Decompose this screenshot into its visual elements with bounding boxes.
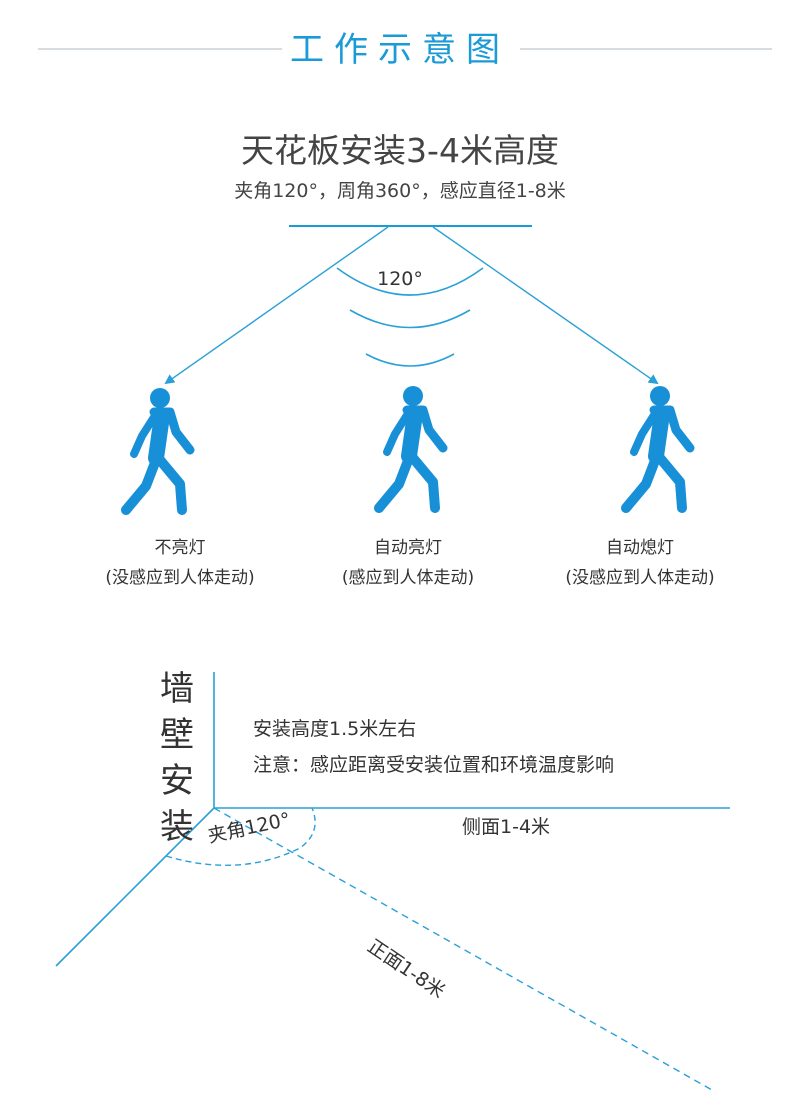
- walking-person-icon: [621, 386, 695, 513]
- person-center-detail: (感应到人体走动): [341, 568, 475, 588]
- side-range-label: 侧面1-4米: [462, 816, 551, 838]
- ceiling-install-title: 天花板安装3-4米高度: [241, 131, 559, 170]
- wall-notice: 注意：感应距离受安装位置和环境温度影响: [253, 754, 615, 776]
- detection-angle-label: 120°: [377, 268, 423, 290]
- angle-arc-dashed: [165, 807, 316, 867]
- wall-height-note: 安装高度1.5米左右: [253, 718, 417, 740]
- front-detection-dashed: [213, 807, 713, 1091]
- detection-arrow-left: [164, 226, 389, 385]
- sensing-wave-1: [336, 267, 484, 296]
- walking-person-icon: [374, 386, 448, 513]
- person-right-status: 自动熄灯: [606, 538, 674, 558]
- person-right-caption: 自动熄灯 (没感应到人体走动): [530, 533, 750, 593]
- sensing-wave-2: [349, 309, 471, 329]
- person-right-detail: (没感应到人体走动): [565, 568, 715, 588]
- person-center-status: 自动亮灯: [374, 538, 442, 558]
- wall-floor-diagonal: [55, 807, 215, 967]
- sensing-wave-3: [365, 353, 455, 367]
- person-center-caption: 自动亮灯 (感应到人体走动): [298, 533, 518, 593]
- person-left-detail: (没感应到人体走动): [105, 568, 255, 588]
- person-left-status: 不亮灯: [154, 538, 206, 558]
- section-title: 工作示意图: [290, 30, 510, 70]
- walking-person-icon: [121, 388, 195, 515]
- detection-arrow-right: [432, 226, 659, 385]
- wall-install-title: 墙壁安装: [160, 669, 194, 847]
- person-left-caption: 不亮灯 (没感应到人体走动): [70, 533, 290, 593]
- ceiling-install-subtitle: 夹角120°，周角360°，感应直径1-8米: [234, 180, 566, 202]
